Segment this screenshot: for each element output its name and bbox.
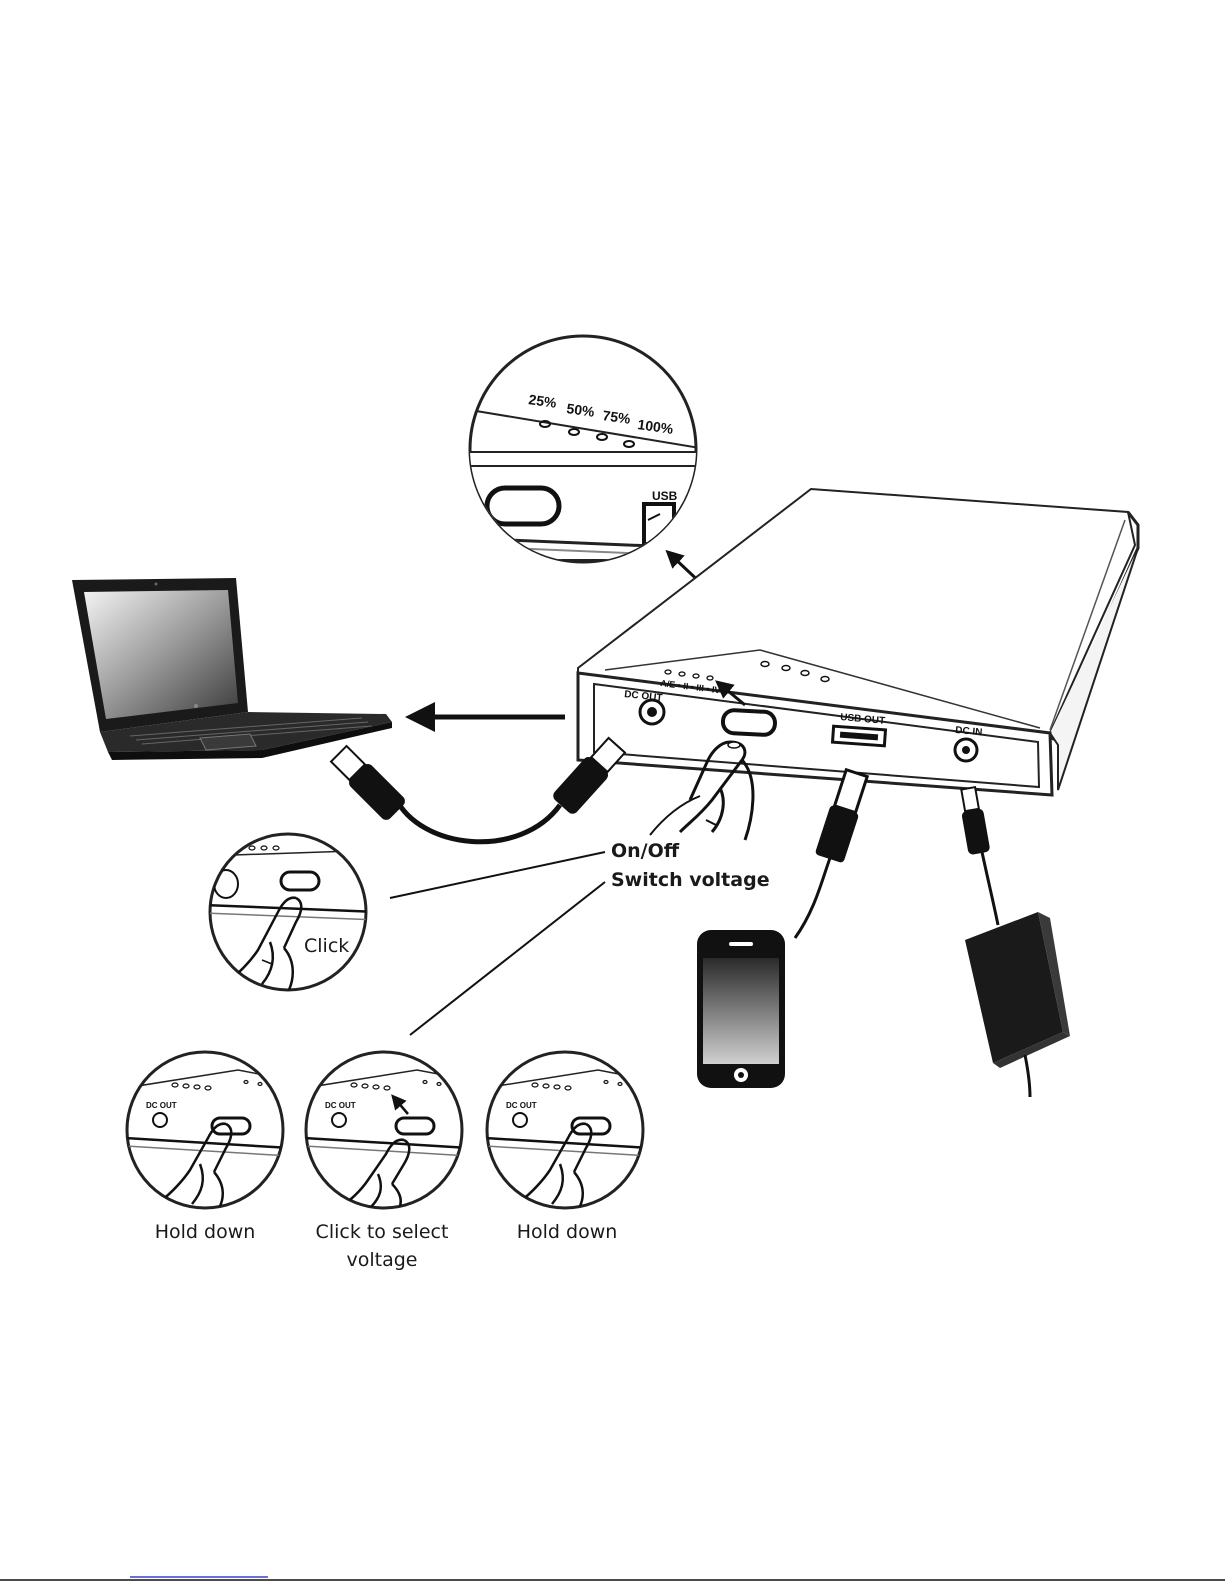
switch-voltage-leader [410,882,605,1035]
switch-voltage-label: Switch voltage [611,869,770,891]
step2-label-line1: Click to select [316,1221,449,1243]
power-bank-device: A/E • II • III • IV DC OUT USB OUT DC IN [578,489,1138,795]
step2-dc-out: DC OUT [325,1101,356,1110]
step-hold-down-2: DC OUT [485,1052,650,1210]
power-adapter-icon [957,786,1070,1097]
usb-label-zoom: USB [652,489,678,503]
power-button-zoom [487,488,559,524]
step1-dc-out: DC OUT [146,1101,177,1110]
click-zoom-button [281,872,319,890]
on-off-label: On/Off [611,840,680,862]
smartphone-icon [697,930,785,1088]
on-off-leader [390,852,605,898]
click-zoom: Click [205,834,380,992]
step2-label-line2: voltage [347,1249,418,1271]
step3-label: Hold down [517,1221,618,1243]
step1-label: Hold down [155,1221,256,1243]
battery-level-zoom: USB 25% 50% 75% 100% [460,336,700,562]
step3-dc-out: DC OUT [506,1101,537,1110]
laptop-icon [72,578,392,760]
click-label: Click [304,935,349,957]
usb-plug-icon [795,768,871,938]
step-hold-down-1: DC OUT [125,1052,290,1210]
power-button [722,710,775,736]
step-click-select-voltage: DC OUT [304,1052,470,1214]
